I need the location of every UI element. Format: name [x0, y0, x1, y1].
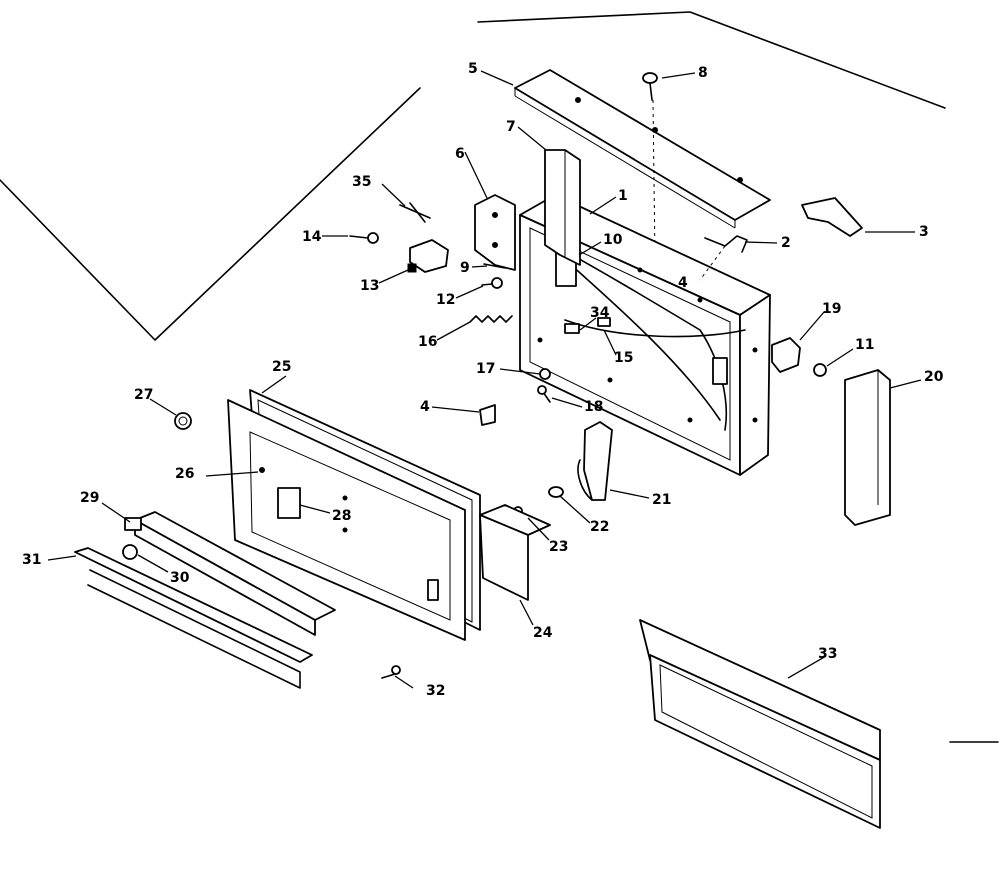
callout-labels: 5 8 7 6 35 1 2 3 14 10 9 13 4 12 34 16 1…	[22, 61, 944, 699]
callout-15: 15	[614, 350, 633, 366]
washer-part-22	[548, 486, 564, 498]
cabinet-outline	[0, 11, 999, 743]
arm-part-21	[577, 421, 613, 501]
control-frame-part	[519, 194, 771, 476]
leader-lines	[47, 70, 922, 689]
callout-35: 35	[352, 174, 371, 190]
screw-part-14	[349, 232, 379, 244]
callout-33: 33	[818, 646, 837, 662]
clip-part-4	[479, 404, 496, 426]
callout-31: 31	[22, 552, 41, 568]
callout-28: 28	[332, 508, 351, 524]
callout-4a: 4	[678, 275, 688, 291]
callout-5: 5	[468, 61, 478, 77]
callout-10: 10	[603, 232, 623, 248]
callout-29: 29	[80, 490, 99, 506]
callout-30: 30	[170, 570, 190, 586]
screw-part-9	[483, 263, 506, 269]
callout-4b: 4	[420, 399, 430, 415]
callout-20: 20	[924, 369, 944, 385]
callout-13: 13	[360, 278, 379, 294]
callout-34: 34	[590, 305, 610, 321]
callout-25: 25	[272, 359, 291, 375]
callout-9: 9	[460, 260, 470, 276]
lever-part-3	[801, 197, 863, 237]
callout-7: 7	[506, 119, 516, 135]
spring-part-16	[469, 315, 513, 323]
handle-strip-part	[74, 547, 313, 689]
callout-21: 21	[652, 492, 671, 508]
screw-part-12	[481, 277, 503, 289]
callout-23: 23	[549, 539, 568, 555]
callout-18: 18	[584, 399, 603, 415]
screw-part-17	[539, 368, 551, 380]
latch-block-part	[407, 239, 449, 273]
callout-3: 3	[919, 224, 929, 240]
callout-2: 2	[781, 235, 791, 251]
glass-panel-part	[639, 619, 881, 829]
bracket-part-24	[479, 504, 551, 601]
connector-part-15	[564, 317, 611, 334]
hinge-plate-part	[474, 194, 516, 271]
callout-27: 27	[134, 387, 153, 403]
door-panel-part	[227, 399, 466, 641]
side-bracket-part	[544, 149, 581, 266]
callout-32: 32	[426, 683, 445, 699]
callout-6: 6	[455, 146, 465, 162]
grommet-part-27	[174, 412, 192, 430]
connector-part-19	[771, 337, 801, 373]
cover-part-20	[844, 369, 891, 526]
screw-part-32	[381, 665, 401, 679]
callout-24: 24	[533, 625, 553, 641]
top-bracket-part	[514, 69, 771, 229]
screw-part-8	[642, 72, 658, 261]
callout-17: 17	[476, 361, 495, 377]
callout-14: 14	[302, 229, 322, 245]
callout-22: 22	[590, 519, 609, 535]
screw-part-11	[813, 363, 827, 377]
callout-16: 16	[418, 334, 437, 350]
screw-part-35	[399, 202, 431, 223]
callout-26: 26	[175, 466, 194, 482]
switch-part-2	[699, 235, 748, 281]
screw-part-18	[537, 385, 551, 403]
callout-11: 11	[855, 337, 874, 353]
callout-1: 1	[618, 188, 628, 204]
callout-19: 19	[822, 301, 841, 317]
callout-12: 12	[436, 292, 455, 308]
callout-8: 8	[698, 65, 708, 81]
handle-bar-part	[122, 511, 336, 636]
